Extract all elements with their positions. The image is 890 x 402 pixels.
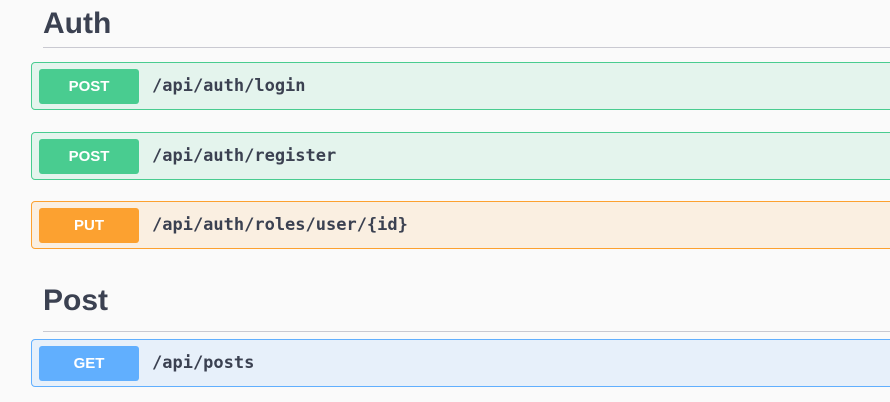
section-post-header[interactable]: Post (31, 277, 890, 332)
operation-post-auth-login[interactable]: POST /api/auth/login (31, 62, 890, 110)
operation-put-auth-roles-user[interactable]: PUT /api/auth/roles/user/{id} (31, 201, 890, 249)
section-divider (43, 331, 890, 332)
section-auth-header[interactable]: Auth (31, 0, 890, 48)
operation-path: /api/auth/register (152, 146, 337, 166)
method-badge: POST (39, 68, 139, 104)
operation-path: /api/auth/roles/user/{id} (152, 215, 408, 235)
operation-path: /api/auth/login (152, 76, 306, 96)
section-post: Post (31, 277, 890, 332)
method-badge: GET (39, 345, 139, 381)
operation-path: /api/posts (152, 353, 255, 373)
operation-get-posts[interactable]: GET /api/posts (31, 339, 890, 387)
method-badge: POST (39, 138, 139, 174)
section-auth: Auth (31, 0, 890, 48)
section-title: Auth (43, 7, 112, 40)
method-badge: PUT (39, 207, 139, 243)
section-title: Post (43, 284, 109, 317)
section-divider (43, 47, 890, 48)
operation-post-auth-register[interactable]: POST /api/auth/register (31, 132, 890, 180)
